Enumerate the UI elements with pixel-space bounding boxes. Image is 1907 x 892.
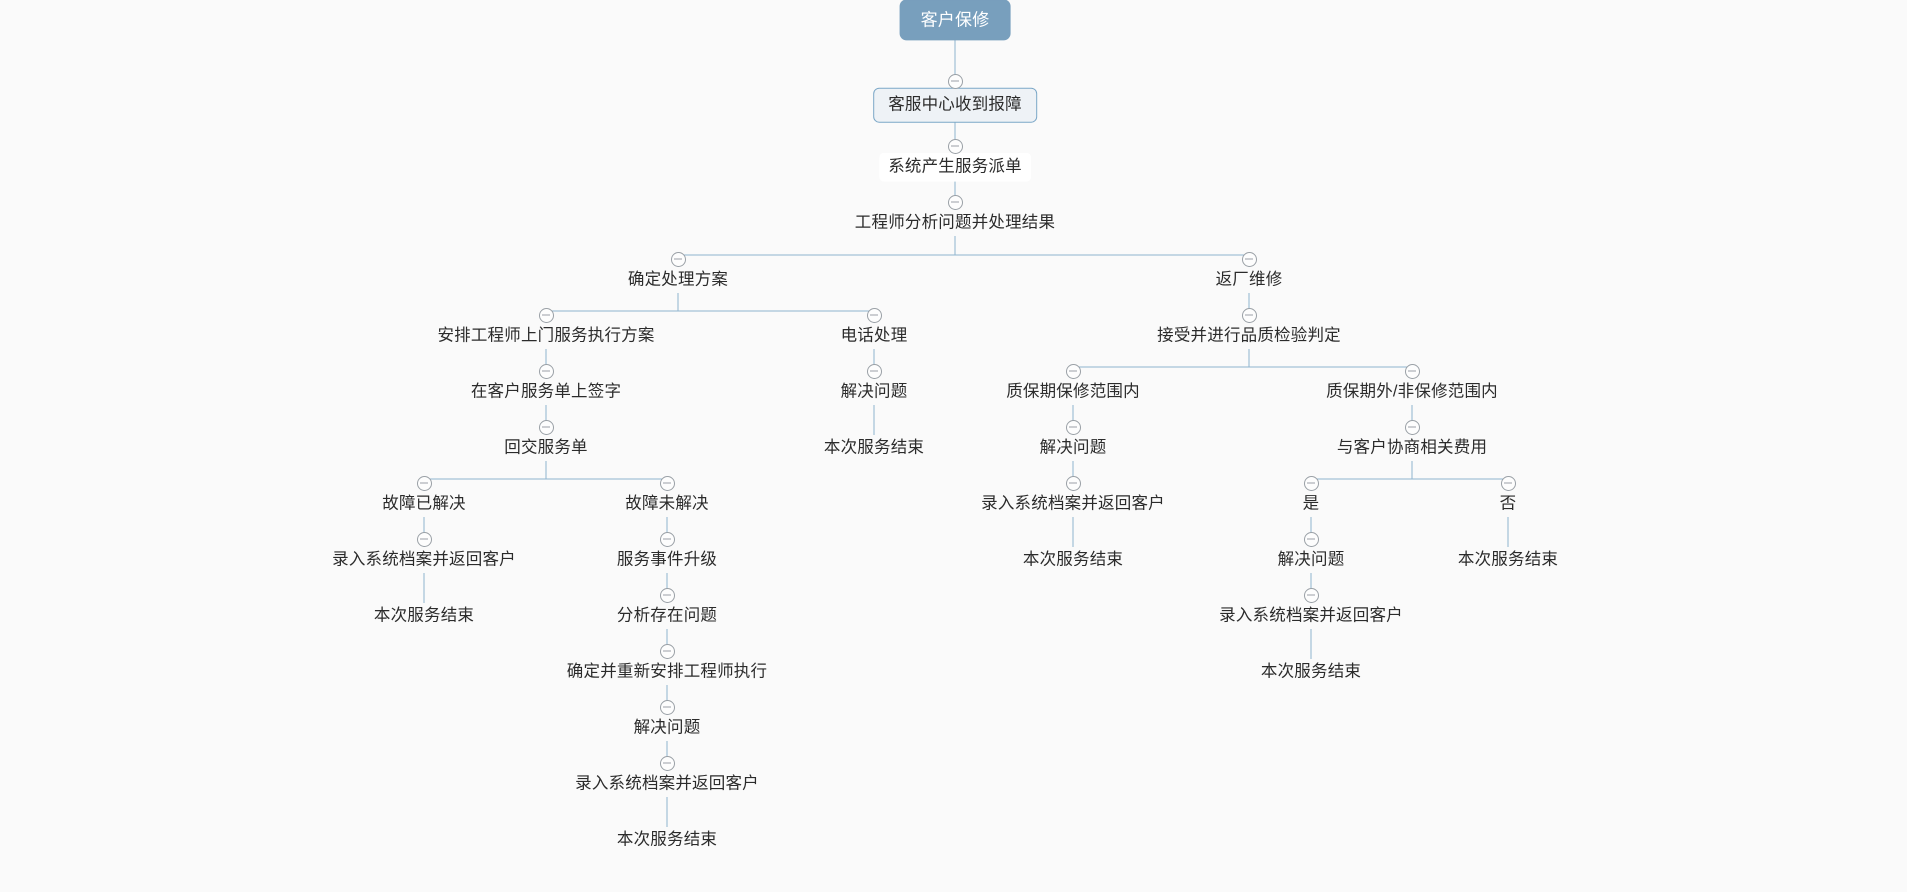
minus-circle-icon[interactable] <box>866 363 882 379</box>
tree-node[interactable]: 录入系统档案并返回客户 <box>575 774 759 793</box>
tree-node[interactable]: 工程师分析问题并处理结果 <box>854 213 1056 232</box>
minus-circle-icon[interactable] <box>670 251 686 267</box>
minus-circle-icon[interactable] <box>1303 531 1319 547</box>
tree-node[interactable]: 质保期保修范围内 <box>1006 382 1140 401</box>
minus-circle-icon[interactable] <box>1241 307 1257 323</box>
tree-node[interactable]: 确定并重新安排工程师执行 <box>566 662 768 681</box>
minus-circle-icon[interactable] <box>866 307 882 323</box>
tree-node[interactable]: 本次服务结束 <box>1457 550 1559 569</box>
tree-node[interactable]: 解决问题 <box>1039 438 1107 457</box>
minus-circle-icon[interactable] <box>659 531 675 547</box>
root-node[interactable]: 客户保修 <box>899 0 1011 41</box>
minus-circle-icon[interactable] <box>1303 475 1319 491</box>
tree-node[interactable]: 录入系统档案并返回客户 <box>1219 606 1403 625</box>
tree-node[interactable]: 本次服务结束 <box>823 438 925 457</box>
minus-circle-icon[interactable] <box>1303 587 1319 603</box>
tree-node[interactable]: 安排工程师上门服务执行方案 <box>437 326 655 345</box>
tree-node[interactable]: 本次服务结束 <box>1260 662 1362 681</box>
tree-node[interactable]: 电话处理 <box>840 326 908 345</box>
tree-node[interactable]: 接受并进行品质检验判定 <box>1157 326 1341 345</box>
minus-circle-icon[interactable] <box>947 138 963 154</box>
minus-circle-icon[interactable] <box>1500 475 1516 491</box>
tree-node[interactable]: 质保期外/非保修范围内 <box>1326 382 1498 401</box>
tree-node[interactable]: 分析存在问题 <box>616 606 718 625</box>
tree-node[interactable]: 故障未解决 <box>625 494 709 513</box>
minus-circle-icon[interactable] <box>1065 475 1081 491</box>
minus-circle-icon[interactable] <box>538 307 554 323</box>
tree-node[interactable]: 本次服务结束 <box>373 606 475 625</box>
minus-circle-icon[interactable] <box>659 587 675 603</box>
tree-node[interactable]: 是 <box>1302 494 1320 513</box>
tree-node[interactable]: 解决问题 <box>1277 550 1345 569</box>
tree-node[interactable]: 解决问题 <box>633 718 701 737</box>
tree-node[interactable]: 系统产生服务派单 <box>879 152 1031 182</box>
tree-node[interactable]: 本次服务结束 <box>1022 550 1124 569</box>
minus-circle-icon[interactable] <box>659 699 675 715</box>
tree-node[interactable]: 故障已解决 <box>382 494 466 513</box>
minus-circle-icon[interactable] <box>659 755 675 771</box>
minus-circle-icon[interactable] <box>947 194 963 210</box>
tree-node[interactable]: 解决问题 <box>840 382 908 401</box>
minus-circle-icon[interactable] <box>659 643 675 659</box>
tree-node[interactable]: 录入系统档案并返回客户 <box>332 550 516 569</box>
tree-node[interactable]: 在客户服务单上签字 <box>470 382 622 401</box>
minus-circle-icon[interactable] <box>416 475 432 491</box>
tree-node[interactable]: 客服中心收到报障 <box>873 87 1037 123</box>
tree-node[interactable]: 确定处理方案 <box>627 270 729 289</box>
minus-circle-icon[interactable] <box>1065 419 1081 435</box>
minus-circle-icon[interactable] <box>538 363 554 379</box>
tree-node[interactable]: 与客户协商相关费用 <box>1336 438 1488 457</box>
tree-node[interactable]: 服务事件升级 <box>616 550 718 569</box>
minus-circle-icon[interactable] <box>1404 363 1420 379</box>
tree-node[interactable]: 否 <box>1499 494 1517 513</box>
minus-circle-icon[interactable] <box>1241 251 1257 267</box>
minus-circle-icon[interactable] <box>1065 363 1081 379</box>
minus-circle-icon[interactable] <box>947 73 963 89</box>
minus-circle-icon[interactable] <box>659 475 675 491</box>
tree-node[interactable]: 本次服务结束 <box>616 830 718 849</box>
tree-node[interactable]: 返厂维修 <box>1215 270 1283 289</box>
minus-circle-icon[interactable] <box>1404 419 1420 435</box>
minus-circle-icon[interactable] <box>538 419 554 435</box>
tree-node[interactable]: 回交服务单 <box>504 438 588 457</box>
minus-circle-icon[interactable] <box>416 531 432 547</box>
tree-node[interactable]: 录入系统档案并返回客户 <box>981 494 1165 513</box>
